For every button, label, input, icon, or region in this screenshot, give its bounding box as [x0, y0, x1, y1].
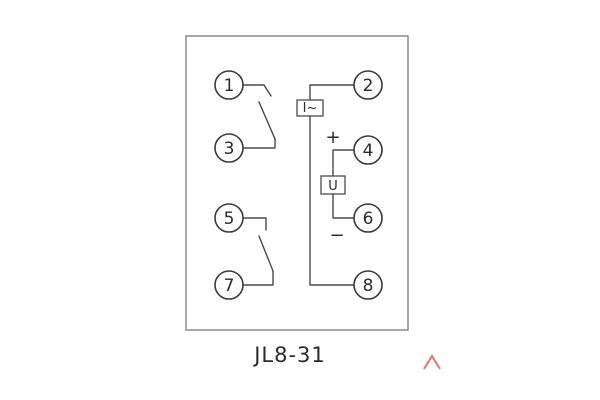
wire-from-terminal-7	[242, 270, 274, 286]
wire-from-terminal-3	[242, 138, 276, 149]
terminal-8-circle	[353, 270, 383, 300]
contact-fixed-tick	[263, 84, 272, 97]
wire-from-terminal-5	[242, 217, 267, 231]
watermark-fragment	[423, 354, 441, 370]
voltage-coil-branch: + U −	[320, 127, 355, 246]
wire-from-terminal-2	[309, 84, 355, 101]
terminal-3-circle	[214, 133, 244, 163]
terminal-2-label: 2	[363, 76, 374, 96]
contact-1-3	[242, 84, 276, 149]
terminal-2: 2	[353, 70, 383, 100]
terminal-4: 4	[353, 135, 383, 165]
terminal-1-label: 1	[224, 76, 235, 96]
terminal-2-circle	[353, 70, 383, 100]
terminal-7-circle	[214, 270, 244, 300]
contact-5-7	[242, 217, 274, 286]
plus-sign: +	[325, 127, 340, 148]
terminal-3: 3	[214, 133, 244, 163]
terminal-4-label: 4	[363, 141, 374, 161]
diagram-border	[185, 35, 409, 331]
terminal-7-label: 7	[224, 276, 235, 296]
contact-blade	[258, 101, 276, 140]
terminal-5: 5	[214, 203, 244, 233]
terminal-7: 7	[214, 270, 244, 300]
terminal-5-label: 5	[224, 209, 235, 229]
minus-sign: −	[329, 225, 344, 246]
terminal-6: 6	[353, 203, 383, 233]
contact-blade	[258, 235, 274, 272]
voltage-coil-label: U	[328, 179, 338, 194]
terminal-5-circle	[214, 203, 244, 233]
current-coil-branch: I~	[296, 84, 355, 286]
terminal-6-circle	[353, 203, 383, 233]
terminal-1: 1	[214, 70, 244, 100]
current-coil-label: I~	[303, 101, 318, 116]
terminal-3-label: 3	[224, 139, 235, 159]
wire-from-terminal-4	[332, 149, 355, 177]
terminal-1-circle	[214, 70, 244, 100]
terminal-4-circle	[353, 135, 383, 165]
terminal-8-label: 8	[363, 276, 374, 296]
wire-to-terminal-6	[332, 193, 355, 219]
model-caption: JL8-31	[252, 343, 326, 367]
terminal-6-label: 6	[363, 209, 374, 229]
wire-to-terminal-8	[309, 115, 355, 286]
terminal-8: 8	[353, 270, 383, 300]
